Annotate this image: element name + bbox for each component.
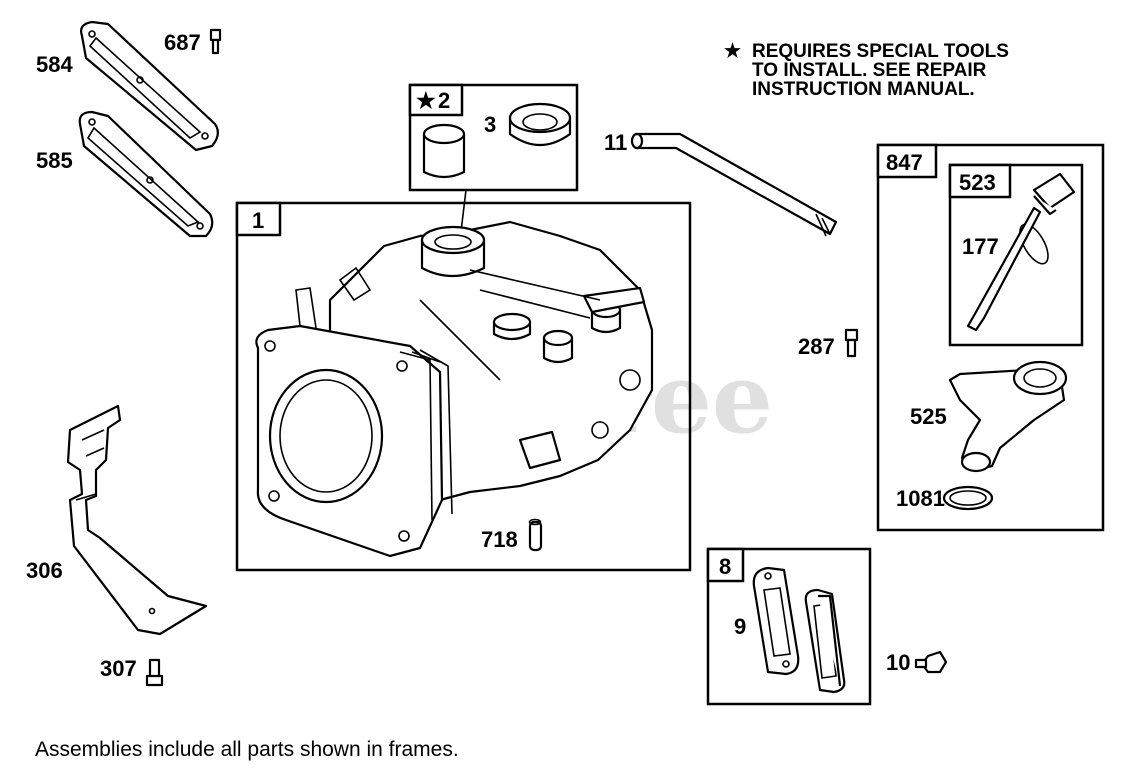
part-11-tube[interactable] <box>630 132 838 237</box>
label-687: 687 <box>164 30 201 55</box>
frame-2: ★ 2 <box>408 83 579 192</box>
special-tools-notice: ★ REQUIRES SPECIAL TOOLS TO INSTALL. SEE… <box>724 41 1009 100</box>
part-523-dipstick[interactable] <box>966 172 1076 332</box>
notice-line-1: REQUIRES SPECIAL TOOLS <box>752 41 1009 62</box>
label-11: 11 <box>604 130 627 155</box>
frame-8-tag: 8 <box>719 554 731 579</box>
part-1081-ring[interactable] <box>942 485 994 511</box>
frame-8: 8 <box>706 547 872 706</box>
frame-847-tag: 847 <box>886 150 923 175</box>
frame-847: 847 <box>876 143 1105 532</box>
part-1-cylinder-block[interactable] <box>255 220 654 558</box>
part-687-bolt[interactable] <box>209 28 222 55</box>
frame-523-tag: 523 <box>959 170 996 195</box>
frame-1: 1 <box>235 201 692 572</box>
footer-note: Assemblies include all parts shown in fr… <box>35 738 459 761</box>
frame-523: 523 <box>948 163 1084 347</box>
part-584-gasket[interactable] <box>80 20 219 152</box>
label-287: 287 <box>798 334 835 359</box>
part-525-tube[interactable] <box>948 360 1068 473</box>
star-icon: ★ <box>724 41 741 62</box>
star-icon: ★ <box>416 88 436 113</box>
label-307: 307 <box>100 656 137 681</box>
frame-1-tag: 1 <box>252 208 264 233</box>
notice-line-2: TO INSTALL. SEE REPAIR <box>752 60 987 81</box>
label-9: 9 <box>734 614 746 639</box>
part-8-cover[interactable] <box>804 588 846 694</box>
label-525: 525 <box>910 404 947 429</box>
part-9-gasket[interactable] <box>752 566 800 676</box>
label-177: 177 <box>962 234 999 259</box>
part-585-gasket[interactable] <box>78 110 214 238</box>
label-3: 3 <box>484 112 496 137</box>
part-307-screw[interactable] <box>145 658 164 687</box>
part-718-pin[interactable] <box>528 518 543 552</box>
part-306-bracket[interactable] <box>66 404 208 636</box>
frame-2-tag: 2 <box>438 88 450 113</box>
label-306: 306 <box>26 558 63 583</box>
label-585: 585 <box>36 148 73 173</box>
part-287-bolt[interactable] <box>844 328 859 358</box>
label-718: 718 <box>481 527 518 552</box>
part-10-bolt[interactable] <box>914 650 948 674</box>
part-3-seal[interactable] <box>508 102 572 146</box>
label-584: 584 <box>36 52 73 77</box>
label-10: 10 <box>886 650 910 675</box>
label-1081: 1081 <box>896 486 945 511</box>
notice-line-3: INSTRUCTION MANUAL. <box>752 79 975 100</box>
part-2-sleeve[interactable] <box>422 123 466 179</box>
